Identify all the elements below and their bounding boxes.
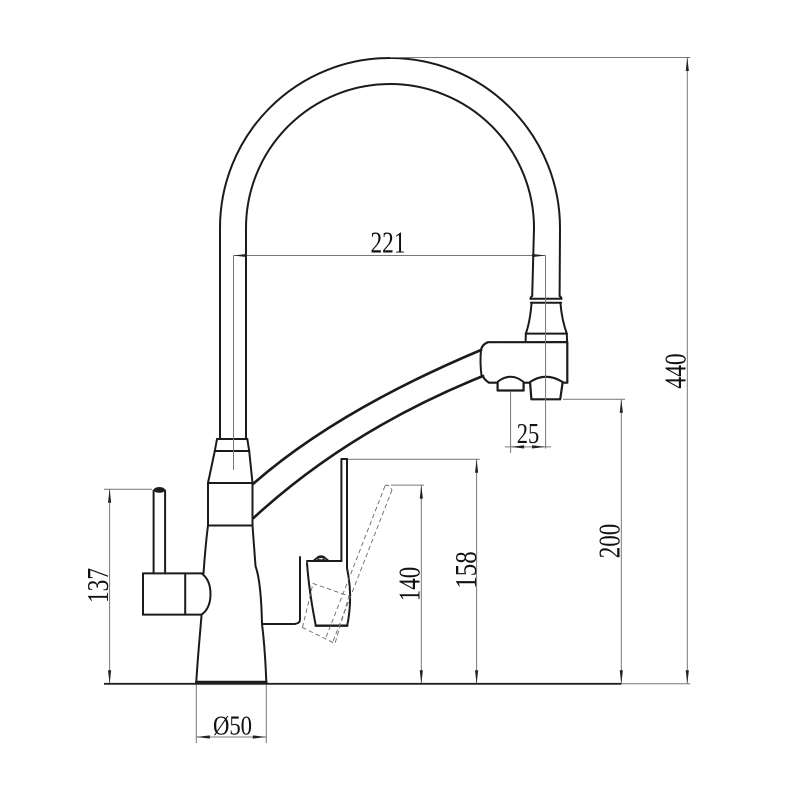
- svg-text:137: 137: [80, 568, 115, 603]
- svg-text:Ø50: Ø50: [213, 711, 252, 741]
- svg-text:158: 158: [448, 551, 483, 589]
- svg-text:221: 221: [371, 225, 406, 260]
- svg-text:440: 440: [658, 353, 693, 389]
- svg-text:200: 200: [592, 524, 627, 559]
- svg-text:140: 140: [392, 567, 427, 602]
- svg-text:25: 25: [517, 418, 540, 450]
